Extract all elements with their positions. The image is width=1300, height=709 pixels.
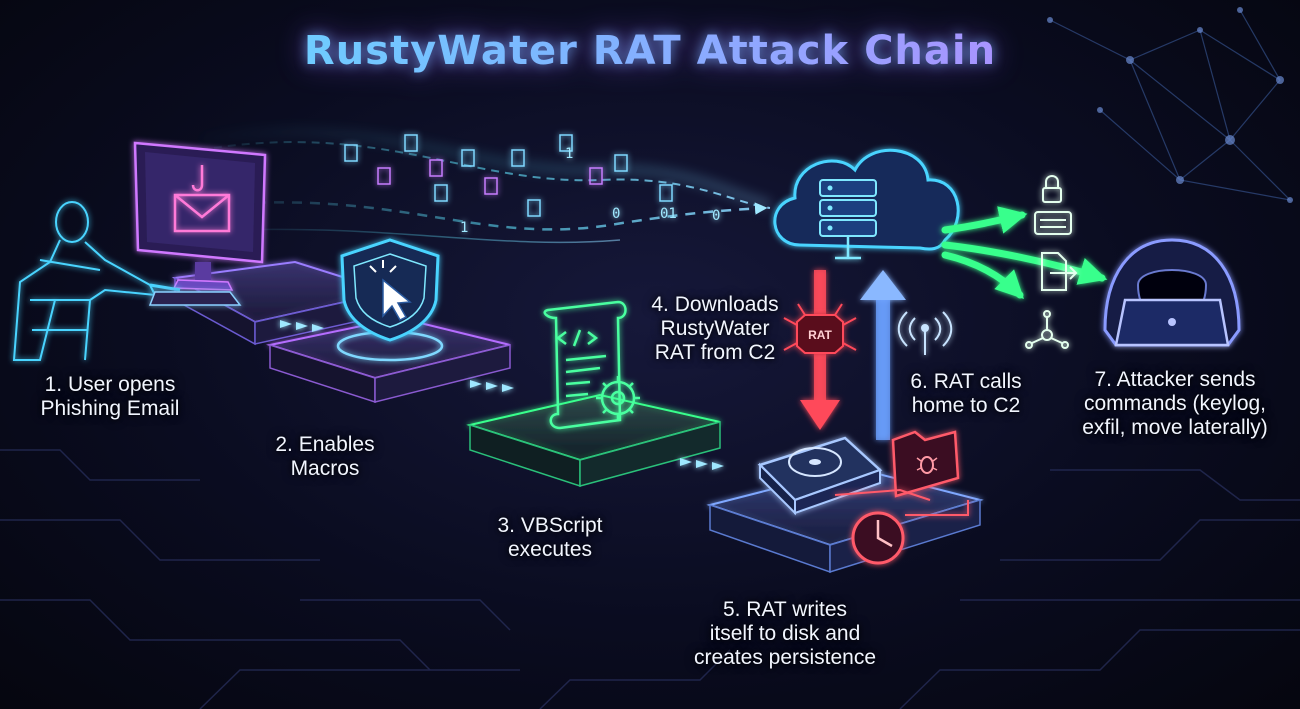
step1-label-line2: Phishing Email (40, 397, 180, 420)
file-icons-stream (344, 134, 673, 217)
lateral-movement-icon (1025, 310, 1069, 349)
hooded-attacker-icon (1103, 238, 1241, 347)
step3-label: 3. VBScript executes (475, 514, 625, 562)
keylog-icon (1034, 175, 1072, 235)
cloud-server-icon (773, 148, 960, 260)
step7-label-line2: commands (keylog, (1083, 392, 1267, 415)
step3-label-line1: 3. VBScript (497, 514, 603, 537)
rat-badge-label: RAT (808, 328, 832, 342)
rat-badge: RAT (783, 303, 857, 354)
script-gear-icon (543, 300, 640, 430)
network-nodes (1047, 7, 1293, 203)
step7-label: 7. Attacker sends commands (keylog, exfi… (1065, 368, 1285, 440)
step5-label-line1: 5. RAT writes (722, 598, 848, 621)
step7-label-line1: 7. Attacker sends (1094, 368, 1256, 391)
step2-label: 2. Enables Macros (255, 433, 395, 481)
step6-label-line1: 6. RAT calls (910, 370, 1022, 393)
binary-fragment: 1 (460, 220, 468, 236)
circuit-background (0, 449, 1300, 709)
binary-fragment: 0 (612, 206, 620, 222)
callhome-arrow-blue (860, 270, 906, 440)
step5-label-line3: creates persistence (693, 646, 877, 669)
step5-label-line2: itself to disk and (709, 622, 861, 645)
step1-label-line1: 1. User opens (44, 373, 176, 396)
step4-label-line3: RAT from C2 (654, 341, 776, 364)
exfil-icon (1041, 252, 1078, 291)
diagram-title: RustyWater RAT Attack Chain (0, 28, 1300, 74)
binary-fragment: 0 (712, 208, 720, 224)
malware-folder-icon (891, 430, 960, 498)
data-stream (199, 128, 771, 244)
persistence-link (834, 488, 969, 516)
step1-label: 1. User opens Phishing Email (20, 373, 200, 421)
computer-monitor (133, 141, 267, 291)
step6-label: 6. RAT calls home to C2 (896, 370, 1036, 418)
step4-label-line2: RustyWater (660, 317, 770, 340)
step5-label: 5. RAT writes itself to disk and creates… (680, 598, 890, 670)
phishing-email-icon (173, 165, 231, 233)
step3-platform (466, 393, 721, 488)
command-arrows-green (941, 206, 1108, 299)
binary-fragment: 1 (565, 146, 573, 162)
step2-label-line2: Macros (290, 457, 360, 480)
binary-fragment: 01 (660, 206, 677, 222)
hard-drive-icon (757, 436, 883, 516)
shield-cursor-icon (340, 238, 440, 342)
keyboard-icon (148, 291, 242, 306)
step2-platform (266, 316, 511, 404)
step-arrow-2-3 (470, 380, 514, 392)
step3-label-line2: executes (507, 538, 593, 561)
step-arrow-1-2 (280, 320, 324, 332)
step4-label: 4. Downloads RustyWater RAT from C2 (640, 293, 790, 365)
step6-label-line2: home to C2 (911, 394, 1021, 417)
step7-label-line3: exfil, move laterally) (1082, 416, 1268, 439)
persistence-clock-icon (851, 511, 905, 565)
binary-fragments: 1 1 0 01 0 (460, 146, 720, 236)
antenna-icon (897, 311, 953, 355)
step2-label-line1: 2. Enables (275, 433, 375, 456)
step-arrow-3-5 (680, 458, 724, 470)
step4-label-line1: 4. Downloads (651, 293, 779, 316)
